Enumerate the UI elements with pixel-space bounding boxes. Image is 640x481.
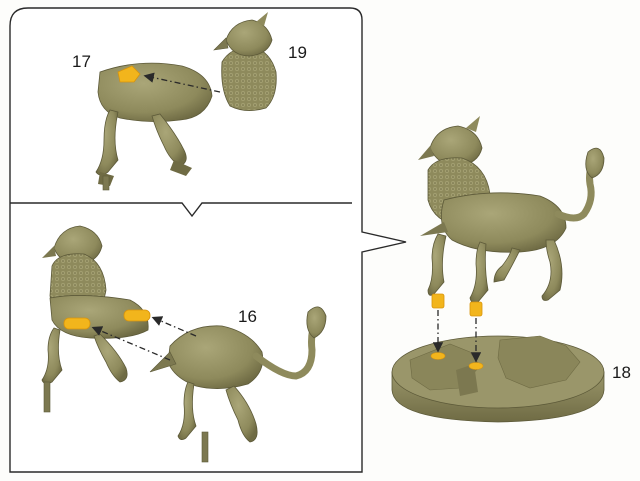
part-number-16: 16 (238, 307, 257, 326)
part-number-18: 18 (612, 363, 631, 382)
part-number-17: 17 (72, 52, 91, 71)
round-base (392, 336, 604, 422)
part-number-19: 19 (288, 43, 307, 62)
complete-model (418, 116, 604, 316)
